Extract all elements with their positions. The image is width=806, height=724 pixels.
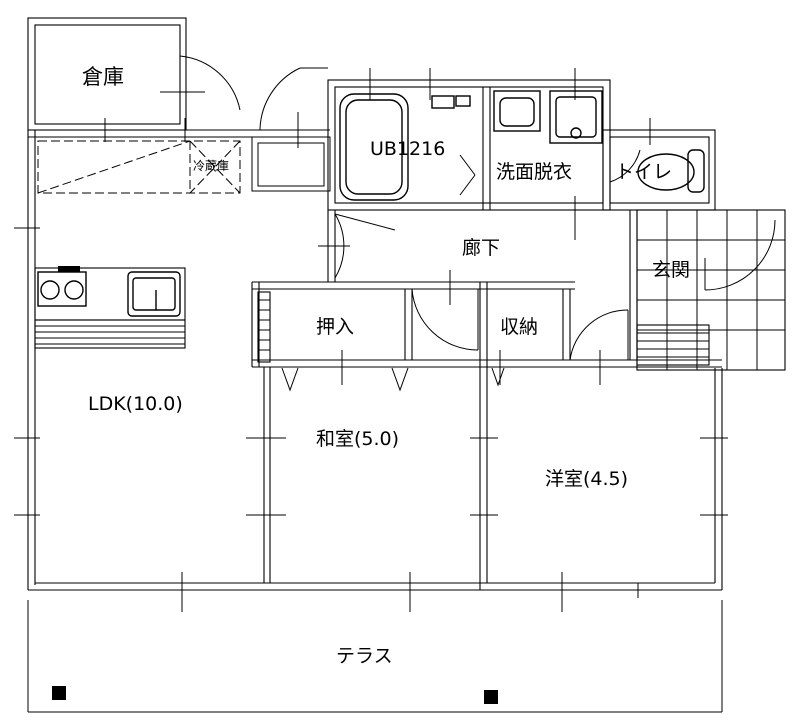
label-storage: 倉庫 [82, 65, 124, 89]
terrace [27, 600, 723, 713]
label-entrance: 玄関 [652, 259, 690, 281]
label-terrace: テラス [336, 645, 393, 667]
label-storage2: 収納 [500, 316, 538, 338]
label-hallway: 廊下 [462, 237, 500, 259]
hallway-door [334, 213, 396, 279]
label-fridge: 冷蔵庫 [193, 159, 229, 173]
storage2-door [569, 309, 629, 361]
storage-door [179, 55, 241, 124]
label-washroom: 洗面脱衣 [496, 161, 572, 183]
closet-edge [257, 291, 505, 392]
terrace-post-right [484, 690, 498, 704]
kitchen-counter [34, 266, 186, 349]
walls [27, 17, 723, 591]
grid-ticks [14, 68, 728, 612]
washroom-fixtures [493, 90, 603, 144]
entrance-tiles [636, 209, 786, 371]
closet-door [411, 288, 479, 351]
fridge-area [37, 140, 241, 194]
label-toilet: トイレ [615, 161, 672, 183]
toilet-fixture [609, 149, 705, 193]
terrace-post-left [52, 686, 66, 700]
label-bath: UB1216 [370, 138, 445, 160]
label-washitsu: 和室(5.0) [316, 428, 399, 450]
label-ldk: LDK(10.0) [88, 393, 183, 415]
unit-bath [339, 93, 476, 201]
label-closet: 押入 [316, 316, 354, 338]
label-youshitsu: 洋室(4.5) [545, 468, 628, 490]
side-door [251, 67, 331, 192]
